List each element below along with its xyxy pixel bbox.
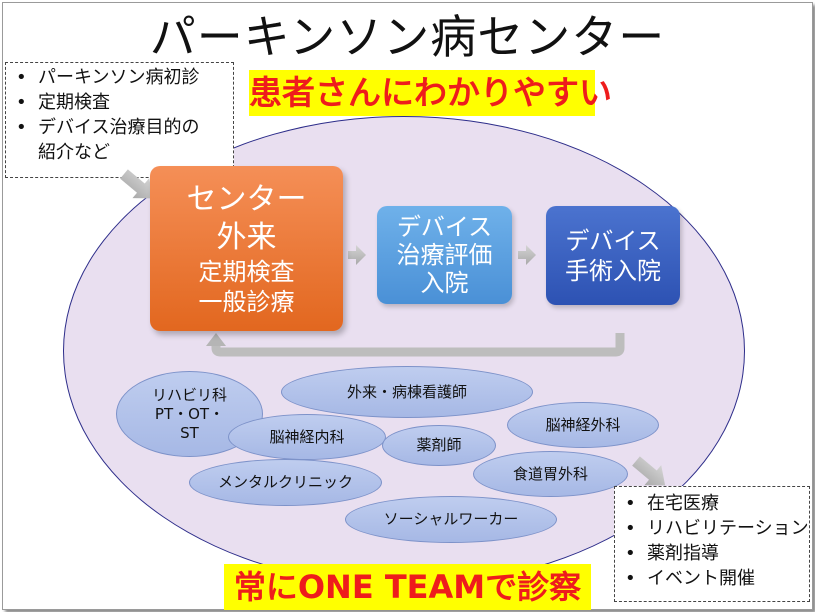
oval-pharmacist: 薬剤師	[382, 425, 496, 466]
device-evaluation-box: デバイス 治療評価 入院	[377, 206, 512, 304]
box-label: 手術入院	[565, 256, 661, 285]
oval-label: ST	[180, 423, 199, 442]
oval-label: PT・OT・	[154, 404, 225, 423]
oval-gastro: 食道胃外科	[473, 451, 628, 497]
center-outpatient-box: センター 外来 定期検査 一般診療	[150, 166, 343, 331]
oval-label: ソーシャルワーカー	[383, 510, 519, 528]
list-item: デバイス治療目的の	[12, 115, 227, 140]
list-item: イベント開催	[621, 566, 803, 591]
oval-neurology: 脳神経内科	[228, 414, 386, 460]
oval-label: 脳神経内科	[269, 427, 345, 446]
box-label: センター	[186, 181, 307, 217]
oval-neurosurgery: 脳神経外科	[507, 402, 659, 448]
oval-nurse: 外来・病棟看護師	[281, 366, 533, 418]
oval-social: ソーシャルワーカー	[345, 496, 557, 543]
oval-label: 外来・病棟看護師	[346, 382, 467, 401]
list-item: リハビリテーション	[621, 516, 809, 541]
oval-label: メンタルクリニック	[217, 473, 353, 491]
banner-top: 患者さんにわかりやすい	[249, 70, 612, 116]
box-label: 治療評価	[396, 241, 493, 269]
oval-label: リハビリ科	[151, 385, 227, 404]
page-title: パーキンソン病センター	[149, 10, 666, 64]
box-label: 入院	[420, 269, 469, 297]
box-label: デバイス	[396, 213, 493, 241]
list-item: パーキンソン病初診	[12, 65, 227, 90]
list-item: 薬剤指導	[621, 541, 803, 566]
list-item: 定期検査	[12, 90, 227, 115]
referral-notes: パーキンソン病初診 定期検査 デバイス治療目的の 紹介など	[5, 62, 234, 178]
oval-label: 薬剤師	[416, 436, 462, 454]
banner-bottom: 常にONE TEAMで診察	[224, 564, 591, 610]
list-item: 紹介など	[38, 142, 110, 163]
box-label: 一般診療	[198, 287, 295, 316]
box-label: 定期検査	[198, 257, 295, 286]
home-care-notes: 在宅医療 リハビリテーション 薬剤指導 イベント開催	[614, 486, 810, 602]
box-label: デバイス	[565, 226, 661, 255]
box-label: 外来	[216, 219, 277, 255]
oval-label: 脳神経外科	[545, 415, 621, 434]
oval-mental: メンタルクリニック	[189, 459, 382, 506]
list-item: 在宅医療	[621, 491, 803, 516]
device-surgery-box: デバイス 手術入院	[546, 206, 680, 305]
oval-label: 食道胃外科	[512, 464, 588, 483]
